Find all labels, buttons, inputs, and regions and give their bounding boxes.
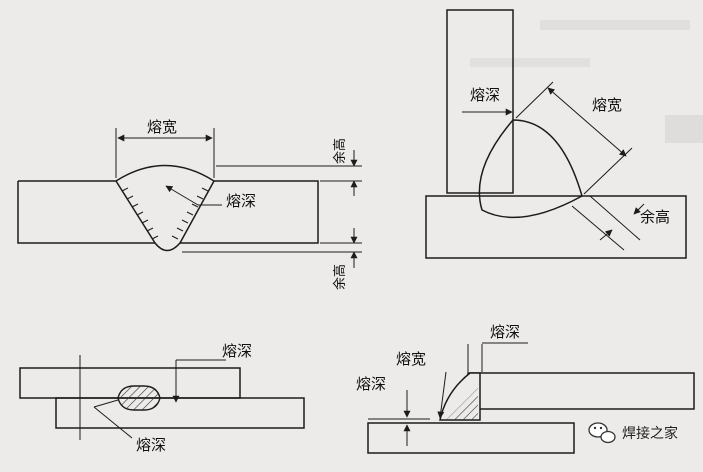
- watermark: 焊接之家: [588, 422, 678, 444]
- wechat-icon: [588, 422, 616, 444]
- fillet-reinforcement-label: 余高: [640, 208, 670, 226]
- fillet-penetration-label: 熔深: [470, 86, 500, 104]
- fillet-width-label: 熔宽: [592, 96, 622, 114]
- butt-weld-width-label: 熔宽: [147, 118, 177, 136]
- butt-weld-diagram: 熔宽 熔深 余高 余高: [17, 118, 362, 290]
- butt-weld-penetration-label: 熔深: [226, 192, 256, 210]
- lap-seam-weld-diagram: 熔深 熔深: [19, 342, 305, 454]
- upper-penetration-label: 熔深: [222, 342, 252, 360]
- watermark-text: 焊接之家: [622, 425, 678, 442]
- lap-fillet-left-penetration-label: 熔深: [356, 375, 386, 393]
- background-bleed: [470, 20, 703, 143]
- weld-root-outline: [154, 242, 181, 252]
- lap-fillet-width-label: 熔宽: [396, 350, 426, 368]
- fusion-marks-left: [121, 187, 159, 240]
- fusion-marks-right: [171, 187, 209, 240]
- seam-nugget: [117, 385, 161, 411]
- fillet-weld-diagram: 熔深 熔宽 余高: [425, 9, 687, 259]
- weld-cap-outline: [115, 164, 215, 182]
- butt-weld-top-reinforcement-label: 余高: [332, 138, 348, 164]
- upper-lap-fillet-plate: [467, 372, 695, 410]
- lower-lap-plate: [55, 397, 305, 429]
- lap-fillet-top-penetration-label: 熔深: [490, 323, 520, 341]
- lower-lap-fillet-plate: [367, 422, 575, 454]
- lap-fillet-fusion: [446, 388, 478, 420]
- lap-fillet-weld-diagram: 熔深 熔宽 熔深: [356, 323, 695, 454]
- base-plate: [425, 195, 687, 259]
- fillet-bead: [478, 119, 583, 219]
- lower-penetration-label: 熔深: [136, 436, 166, 454]
- butt-weld-root-reinforcement-label: 余高: [332, 264, 348, 290]
